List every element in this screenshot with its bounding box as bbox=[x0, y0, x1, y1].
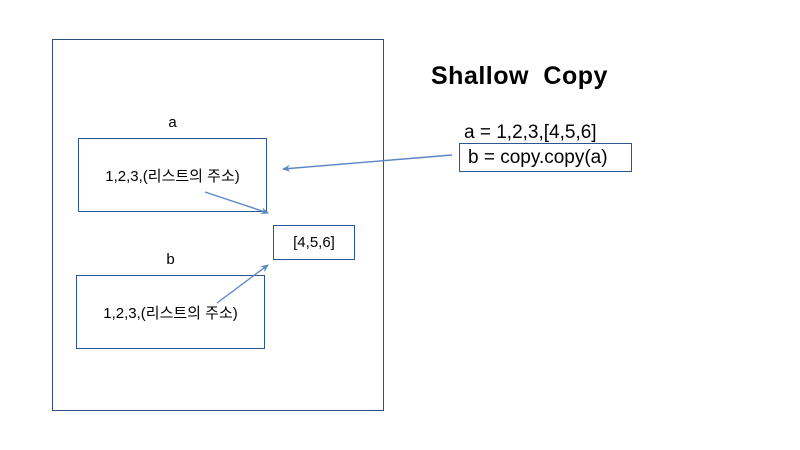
var-a-content: 1,2,3,(리스트의 주소) bbox=[105, 167, 240, 185]
var-b-label: b bbox=[166, 251, 175, 268]
var-a-box: 1,2,3,(리스트의 주소) bbox=[78, 138, 267, 212]
var-b-box: 1,2,3,(리스트의 주소) bbox=[76, 275, 265, 349]
code-line-a: a = 1,2,3,[4,5,6] bbox=[464, 122, 597, 143]
var-a-label: a bbox=[168, 114, 177, 131]
code-line-b: b = copy.copy(a) bbox=[468, 146, 608, 168]
shared-list-content: [4,5,6] bbox=[293, 234, 335, 251]
var-b-content: 1,2,3,(리스트의 주소) bbox=[103, 304, 238, 322]
slide-title: Shallow Copy bbox=[431, 62, 608, 90]
shared-list-box: [4,5,6] bbox=[273, 225, 355, 260]
memory-frame bbox=[52, 39, 384, 411]
code-box-b: b = copy.copy(a) bbox=[459, 143, 632, 172]
